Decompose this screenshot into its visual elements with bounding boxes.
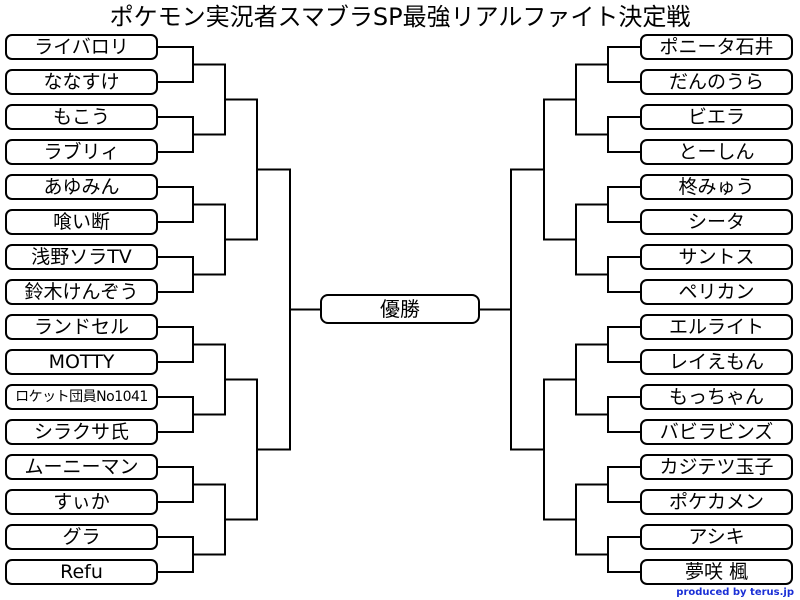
right-player-8: ペリカン — [640, 279, 793, 305]
left-player-4: ラブリィ — [5, 139, 158, 165]
left-player-16: Refu — [5, 559, 158, 585]
left-player-15: グラ — [5, 524, 158, 550]
left-player-2: ななすけ — [5, 69, 158, 95]
right-player-13: カジテツ玉子 — [640, 454, 793, 480]
left-player-12: シラクサ氏 — [5, 419, 158, 445]
right-player-7: サントス — [640, 244, 793, 270]
right-player-16: 夢咲 楓 — [640, 559, 793, 585]
left-player-1: ライバロリ — [5, 34, 158, 60]
left-player-8: 鈴木けんぞう — [5, 279, 158, 305]
left-player-7: 浅野ソラTV — [5, 244, 158, 270]
left-player-11: ロケット団員No1041 — [5, 384, 158, 410]
page-title: ポケモン実況者スマブラSP最強リアルファイト決定戦 — [109, 3, 691, 31]
credit-text: produced by terus.jp — [676, 587, 794, 598]
right-player-6: シータ — [640, 209, 793, 235]
left-player-10: MOTTY — [5, 349, 158, 375]
right-player-5: 柊みゅう — [640, 174, 793, 200]
left-player-13: ムーニーマン — [5, 454, 158, 480]
right-player-2: だんのうら — [640, 69, 793, 95]
right-player-9: エルライト — [640, 314, 793, 340]
left-player-5: あゆみん — [5, 174, 158, 200]
right-player-1: ポニータ石井 — [640, 34, 793, 60]
right-player-10: レイえもん — [640, 349, 793, 375]
left-player-3: もこう — [5, 104, 158, 130]
left-player-9: ランドセル — [5, 314, 158, 340]
right-player-3: ビエラ — [640, 104, 793, 130]
right-player-4: とーしん — [640, 139, 793, 165]
right-player-14: ポケカメン — [640, 489, 793, 515]
right-player-15: アシキ — [640, 524, 793, 550]
left-player-14: すぃか — [5, 489, 158, 515]
right-player-12: バビラビンズ — [640, 419, 793, 445]
left-player-6: 喰い断 — [5, 209, 158, 235]
right-player-11: もっちゃん — [640, 384, 793, 410]
champion-box: 優勝 — [320, 294, 480, 324]
